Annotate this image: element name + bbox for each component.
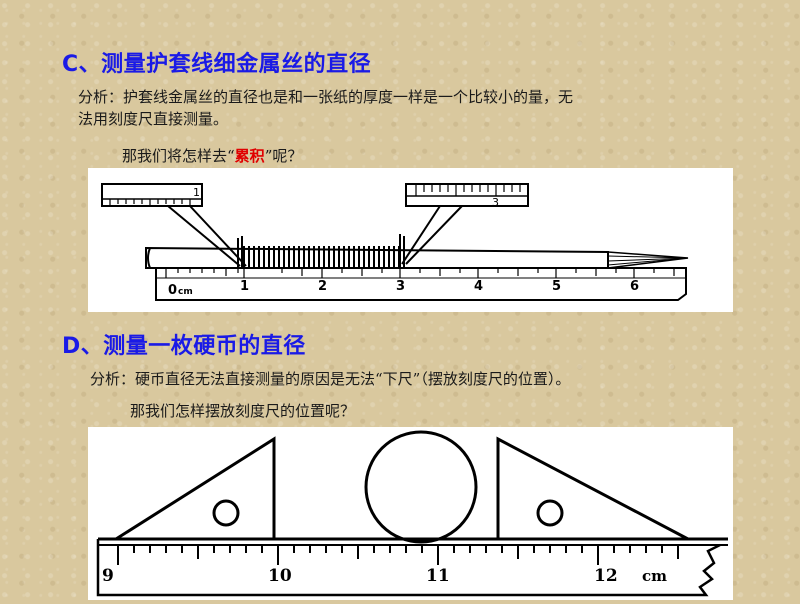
wire-coil [237, 234, 405, 268]
section-c-analysis-line2: 法用刻度尺直接测量。 [78, 110, 229, 128]
ruler-c-tick-2: 2 [318, 279, 327, 294]
ruler-c-tick-6: 6 [630, 279, 639, 294]
accumulate-keyword: 累积 [234, 147, 265, 165]
coin-triangle-illustration: 9 10 11 12 cm [96, 430, 728, 597]
section-d-heading: D、测量一枚硬币的直径 [62, 334, 306, 359]
ruler-c-unit: cm [178, 287, 193, 297]
ruler-c-ticks [165, 268, 675, 278]
section-c-heading: C、测量护套线细金属丝的直径 [62, 52, 372, 77]
section-d-question: 那我们怎样摆放刻度尺的位置呢？ [130, 402, 356, 420]
wire-coil-illustration: 1 3 [101, 183, 689, 301]
coin-measure-figure: 9 10 11 12 cm [88, 427, 733, 600]
ruler-d-ticks [117, 545, 679, 565]
question-prefix: 那我们将怎样去“ [122, 147, 235, 165]
ruler-c-tick-3: 3 [396, 279, 405, 294]
ruler-d-unit: cm [642, 567, 667, 585]
ruler-d-tick-9: 9 [102, 566, 114, 586]
question-suffix: ”呢？ [264, 147, 303, 165]
section-d-analysis: 分析：硬币直径无法直接测量的原因是无法“下尺”（摆放刻度尺的位置）。 [90, 370, 571, 388]
ruler-d-tick-10: 10 [268, 566, 292, 586]
section-c-question: 那我们将怎样去“累积”呢？ [122, 145, 302, 167]
ruler-c-tick-0: 0 [168, 283, 177, 298]
right-magnifier-label: 3 [492, 196, 499, 209]
section-c-analysis-line1: 分析：护套线金属丝的直径也是和一张纸的厚度一样是一个比较小的量，无 [78, 88, 574, 106]
left-magnifier-label: 1 [193, 186, 200, 199]
ruler-c-tick-4: 4 [474, 279, 483, 294]
ruler-d-tick-12: 12 [594, 566, 618, 586]
wire-coil-figure: 1 3 [88, 168, 733, 312]
right-magnifier-ticks [415, 184, 521, 196]
ruler-d-tick-11: 11 [426, 566, 450, 586]
left-magnifier-ticks [109, 199, 191, 206]
ruler-c-tick-5: 5 [552, 279, 561, 294]
ruler-c-tick-1: 1 [240, 279, 249, 294]
